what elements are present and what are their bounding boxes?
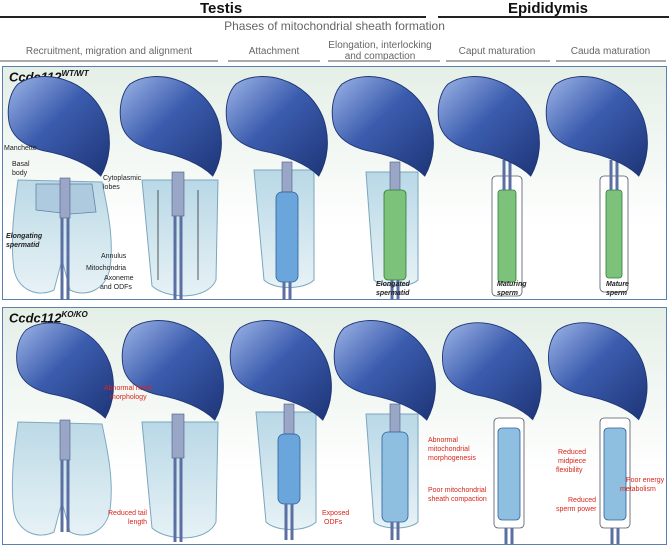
- phase-cauda: Cauda maturation: [570, 46, 651, 57]
- ko-label-mito-1: Abnormal: [428, 437, 458, 444]
- ko-cell-2: [141, 413, 219, 542]
- ko-label-sheath-2: sheath compaction: [428, 496, 487, 503]
- wt-label-mature-1: Mature: [606, 281, 629, 288]
- wt-label-mito: Mitochondria: [86, 265, 126, 272]
- wt-label-manchette: Manchette: [4, 145, 37, 152]
- wt-label-maturing-1: Maturing: [497, 281, 527, 288]
- wt-label-annulus: Annulus: [101, 253, 127, 260]
- ko-label-tail-1: Reduced tail: [108, 510, 147, 517]
- ko-panel-title: Ccdc112KO/KO: [9, 310, 88, 325]
- ko-head-3: [229, 319, 332, 421]
- wt-cell-1: [11, 177, 112, 300]
- wt-label-basal-1: Basal: [12, 161, 30, 168]
- wt-cell-4: [365, 161, 419, 300]
- ko-cell-3: [255, 403, 317, 540]
- wt-label-cyto-2: lobes: [103, 184, 120, 191]
- wt-label-elongated-2: spermatid: [376, 290, 410, 297]
- wt-label-mature-2: sperm: [606, 290, 627, 297]
- ko-label-tail-2: length: [128, 519, 147, 526]
- phase-elongation-1: Elongation, interlocking: [328, 40, 432, 51]
- wt-label-elongated-1: Elongated: [376, 281, 411, 288]
- wt-label-elong-1: Elongating: [6, 233, 43, 240]
- wt-label-cyto-1: Cytoplasmic: [103, 175, 142, 182]
- ko-title-base: Ccdc112: [9, 310, 62, 326]
- ko-label-sheath-1: Poor mitochondrial: [428, 487, 487, 494]
- ko-label-power-1: Reduced: [568, 497, 596, 504]
- ko-label-odf-1: Exposed: [322, 510, 349, 517]
- ko-label-energy-1: Poor energy: [626, 477, 665, 484]
- wt-cell-6: [599, 160, 629, 293]
- phase-caput: Caput maturation: [458, 46, 536, 57]
- ko-title-sup: KO/KO: [61, 310, 88, 319]
- phase-attachment: Attachment: [248, 46, 300, 57]
- ko-label-head-2: morphology: [110, 394, 147, 401]
- ko-head-2: [121, 319, 224, 421]
- phases-title: Phases of mitochondrial sheath formation: [224, 19, 445, 33]
- wt-cell-2: [141, 171, 219, 300]
- wt-head-3: [225, 75, 328, 177]
- wt-label-maturing-2: sperm: [497, 290, 518, 297]
- wt-head-4: [331, 75, 434, 177]
- ko-label-head-1: Abnormal head: [104, 385, 152, 392]
- phase-rule-3: [328, 60, 440, 62]
- phase-rule-1: [0, 60, 218, 62]
- ko-head-1: [16, 322, 114, 419]
- wt-label-elong-2: spermatid: [6, 242, 40, 249]
- wt-label-basal-2: body: [12, 170, 28, 177]
- ko-label-flex-3: flexibility: [556, 467, 583, 474]
- wt-label-axo-2: and ODFs: [100, 284, 132, 291]
- ko-label-mito-3: morphogenesis: [428, 455, 476, 462]
- phase-recruitment: Recruitment, migration and alignment: [25, 46, 193, 57]
- ko-cell-1: [11, 419, 112, 536]
- ko-label-mito-2: mitochondrial: [428, 446, 470, 453]
- ko-cell-4: [365, 403, 419, 540]
- wt-title-sup: WT/WT: [61, 69, 89, 78]
- ko-label-power-2: sperm power: [556, 506, 597, 513]
- testis-rule: [0, 16, 426, 18]
- ko-cell-5: [493, 417, 525, 544]
- phase-rule-5: [556, 60, 666, 62]
- wt-head-6: [545, 75, 648, 177]
- wt-head-2: [119, 75, 222, 177]
- wt-cell-5: [491, 160, 523, 297]
- ko-label-energy-2: metabolism: [620, 486, 656, 493]
- wt-label-axo-1: Axoneme: [104, 275, 134, 282]
- ko-label-flex-1: Reduced: [558, 449, 586, 456]
- epididymis-header: Epididymis: [508, 0, 589, 17]
- phase-rule-2: [228, 60, 320, 62]
- phase-elongation-2: and compaction: [344, 51, 416, 62]
- testis-header: Testis: [200, 0, 243, 17]
- phase-rule-4: [446, 60, 550, 62]
- ko-head-5: [441, 322, 542, 421]
- ko-cell-6: [599, 417, 631, 544]
- ko-head-6: [547, 322, 648, 421]
- ko-label-flex-2: midpiece: [558, 458, 586, 465]
- epididymis-rule: [438, 16, 669, 18]
- wt-cell-3: [253, 161, 315, 300]
- wt-head-5: [437, 75, 540, 177]
- ko-label-odf-2: ODFs: [324, 519, 343, 526]
- ko-head-4: [333, 319, 436, 421]
